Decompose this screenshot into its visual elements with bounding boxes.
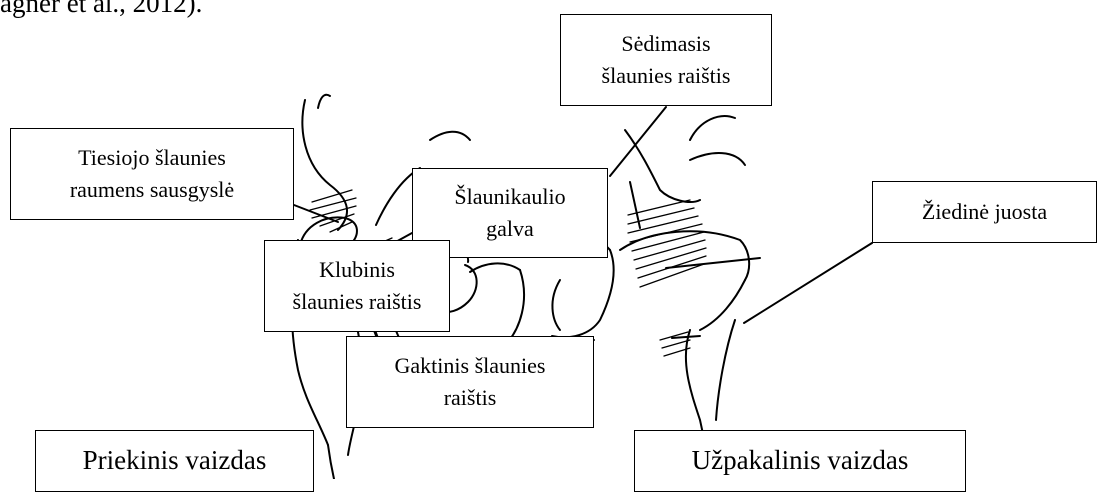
label-line: Sėdimasis bbox=[602, 28, 731, 60]
label-line: Klubinis bbox=[293, 254, 422, 286]
label-ziedine: Žiedinė juosta bbox=[872, 181, 1097, 243]
hip-ligament-diagram: agner et al., 2012). Sėdimasisšlaunies r… bbox=[0, 0, 1107, 479]
label-line: galva bbox=[454, 213, 565, 245]
citation-text: agner et al., 2012). bbox=[0, 0, 202, 19]
label-line: raumens sausgyslė bbox=[70, 174, 234, 206]
label-line: šlaunies raištis bbox=[293, 286, 422, 318]
label-line: raištis bbox=[395, 382, 546, 414]
label-line: Užpakalinis vaizdas bbox=[692, 441, 909, 480]
label-line: Tiesiojo šlaunies bbox=[70, 142, 234, 174]
label-line: Šlaunikaulio bbox=[454, 181, 565, 213]
label-line: Žiedinė juosta bbox=[922, 196, 1047, 228]
label-uzpakalinis-vaizdas: Užpakalinis vaizdas bbox=[634, 430, 966, 492]
label-line: Gaktinis šlaunies bbox=[395, 350, 546, 382]
label-line: šlaunies raištis bbox=[602, 60, 731, 92]
label-priekinis-vaizdas: Priekinis vaizdas bbox=[35, 430, 314, 492]
label-line: Priekinis vaizdas bbox=[83, 441, 267, 480]
